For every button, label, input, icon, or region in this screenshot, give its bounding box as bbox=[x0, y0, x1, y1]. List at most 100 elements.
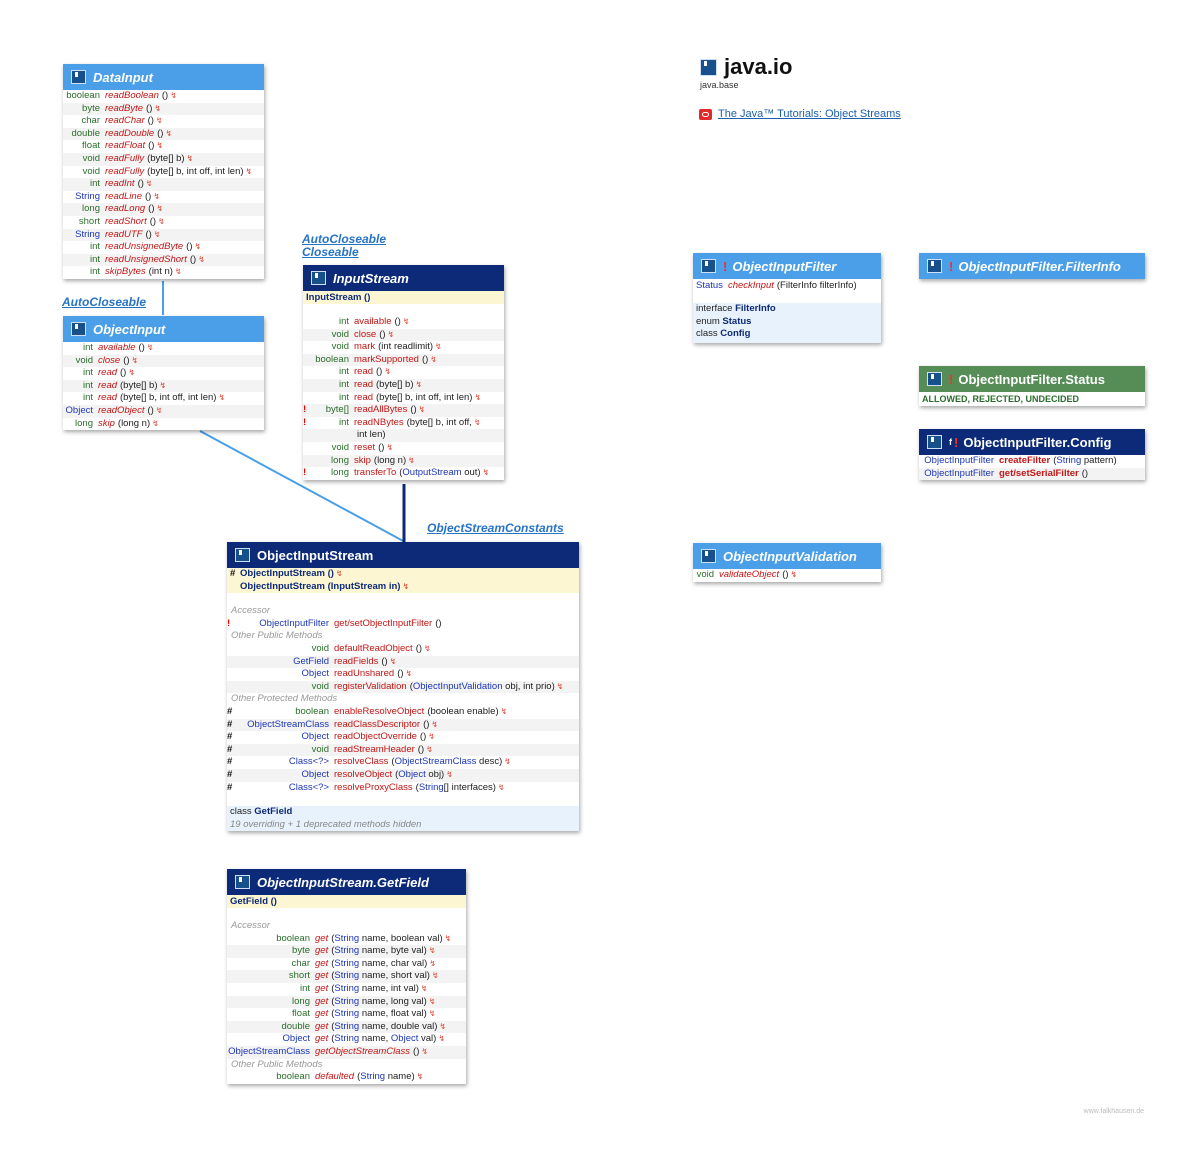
tutorial-link-row[interactable]: The Java™ Tutorials: Object Streams bbox=[699, 108, 901, 120]
datainput-header[interactable]: DataInput bbox=[63, 64, 264, 90]
label-objectstreamconstants[interactable]: ObjectStreamConstants bbox=[427, 521, 564, 535]
getfield-header[interactable]: ObjectInputStream.GetField bbox=[227, 869, 466, 895]
method-name: skip bbox=[354, 454, 371, 466]
tutorial-link[interactable]: The Java™ Tutorials: Object Streams bbox=[718, 108, 901, 120]
status-header[interactable]: ! ObjectInputFilter.Status bbox=[919, 366, 1145, 392]
method-params: () bbox=[161, 90, 169, 101]
constructor-row[interactable]: #ObjectInputStream ()↯ bbox=[230, 568, 579, 581]
filter-method-row[interactable]: Status checkInput (FilterInfo filterInfo… bbox=[693, 279, 881, 293]
nested-kind: interface bbox=[696, 303, 736, 314]
method-params: () bbox=[146, 102, 153, 114]
nested-type-row[interactable]: class Config bbox=[696, 328, 878, 341]
ois-header[interactable]: ObjectInputStream bbox=[227, 542, 579, 568]
package-title: java.io bbox=[724, 54, 793, 79]
nested-type-name[interactable]: FilterInfo bbox=[735, 303, 776, 314]
label-autocloseable-objectinput[interactable]: AutoCloseable bbox=[62, 295, 147, 309]
label-autocloseable-inputstream[interactable]: AutoCloseable bbox=[302, 232, 387, 246]
method-row[interactable]: int len) bbox=[303, 429, 504, 442]
exception-icon: ↯ bbox=[446, 769, 453, 779]
datainput-title: DataInput bbox=[93, 69, 153, 85]
ois-nested-getfield[interactable]: GetField bbox=[254, 806, 293, 818]
method-name: readByte bbox=[105, 102, 144, 114]
exception-icon: ↯ bbox=[482, 468, 490, 478]
nested-type-name[interactable]: Config bbox=[720, 328, 751, 340]
method-row[interactable]: #Class<?>resolveProxyClass(String[] inte… bbox=[227, 782, 579, 795]
objectinput-header[interactable]: ObjectInput bbox=[63, 316, 264, 342]
filterinfo-header[interactable]: ! ObjectInputFilter.FilterInfo bbox=[919, 253, 1145, 279]
label-closeable[interactable]: Closeable bbox=[302, 245, 359, 259]
ois-nested: class GetField 19 overriding + 1 depreca… bbox=[227, 806, 579, 832]
validation-header[interactable]: ObjectInputValidation bbox=[693, 543, 881, 569]
exception-icon: ↯ bbox=[218, 393, 226, 403]
param-type: String bbox=[334, 957, 360, 969]
method-row[interactable]: !byte[]readAllBytes()↯ bbox=[303, 404, 504, 417]
nested-type-row[interactable]: enum Status bbox=[696, 316, 878, 329]
constructor-row[interactable]: ObjectInputStream (InputStream in)↯ bbox=[230, 581, 579, 594]
inputstream-header[interactable]: InputStream bbox=[303, 265, 504, 291]
return-type: String bbox=[75, 190, 100, 202]
config-header[interactable]: f ! ObjectInputFilter.Config bbox=[919, 429, 1145, 455]
filter-header[interactable]: ! ObjectInputFilter bbox=[693, 253, 881, 279]
method-row[interactable]: #Class<?>resolveClass(ObjectStreamClass … bbox=[227, 756, 579, 769]
nested-type-row[interactable]: interface FilterInfo bbox=[696, 303, 878, 316]
nested-type-name[interactable]: Status bbox=[722, 315, 752, 327]
